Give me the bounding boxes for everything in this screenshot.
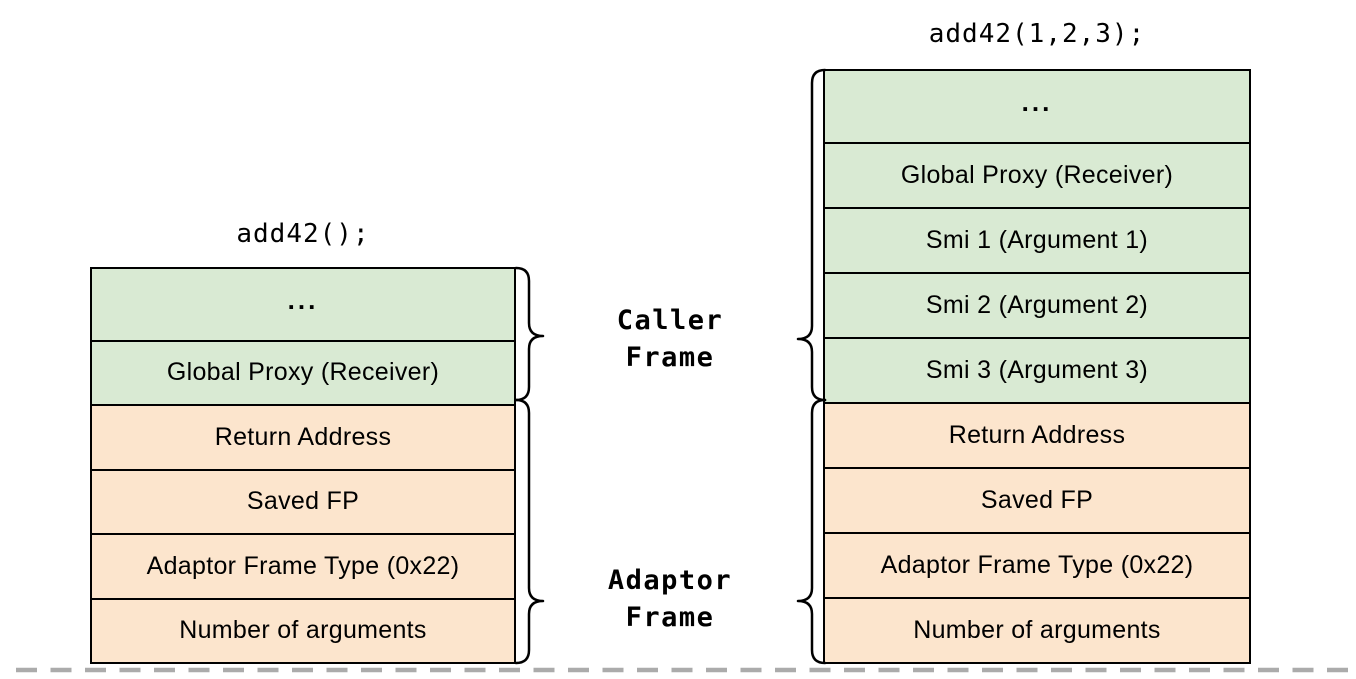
stack-row: Saved FP xyxy=(825,467,1249,532)
stack-row: Smi 1 (Argument 1) xyxy=(825,207,1249,272)
stack-row: ... xyxy=(92,269,514,340)
stack-row: Smi 3 (Argument 3) xyxy=(825,337,1249,402)
stack-row: Saved FP xyxy=(92,468,514,533)
stack-row: Smi 2 (Argument 2) xyxy=(825,272,1249,337)
stack-add42-three-args: ...Global Proxy (Receiver)Smi 1 (Argumen… xyxy=(823,69,1251,664)
left-caller-brace-icon xyxy=(514,266,545,402)
stack-add42-no-args: ...Global Proxy (Receiver)Return Address… xyxy=(90,267,516,664)
stack-row: Number of arguments xyxy=(92,597,514,662)
right-caller-brace-icon xyxy=(796,68,827,402)
stack-row: Adaptor Frame Type (0x22) xyxy=(825,532,1249,597)
right-adaptor-brace-icon xyxy=(796,398,827,665)
stack-row: Adaptor Frame Type (0x22) xyxy=(92,533,514,598)
left-adaptor-brace-icon xyxy=(514,398,545,665)
stack-row: Return Address xyxy=(92,404,514,469)
adaptor-frame-label: Adaptor Frame xyxy=(607,565,733,633)
left-stack-title: add42(); xyxy=(236,219,370,249)
caller-frame-label: Caller Frame xyxy=(616,305,724,373)
stack-row: ... xyxy=(825,71,1249,142)
stack-row: Global Proxy (Receiver) xyxy=(92,339,514,404)
stack-row: Global Proxy (Receiver) xyxy=(825,142,1249,207)
stack-row: Return Address xyxy=(825,402,1249,467)
stack-row: Number of arguments xyxy=(825,597,1249,662)
right-stack-title: add42(1,2,3); xyxy=(928,19,1146,49)
